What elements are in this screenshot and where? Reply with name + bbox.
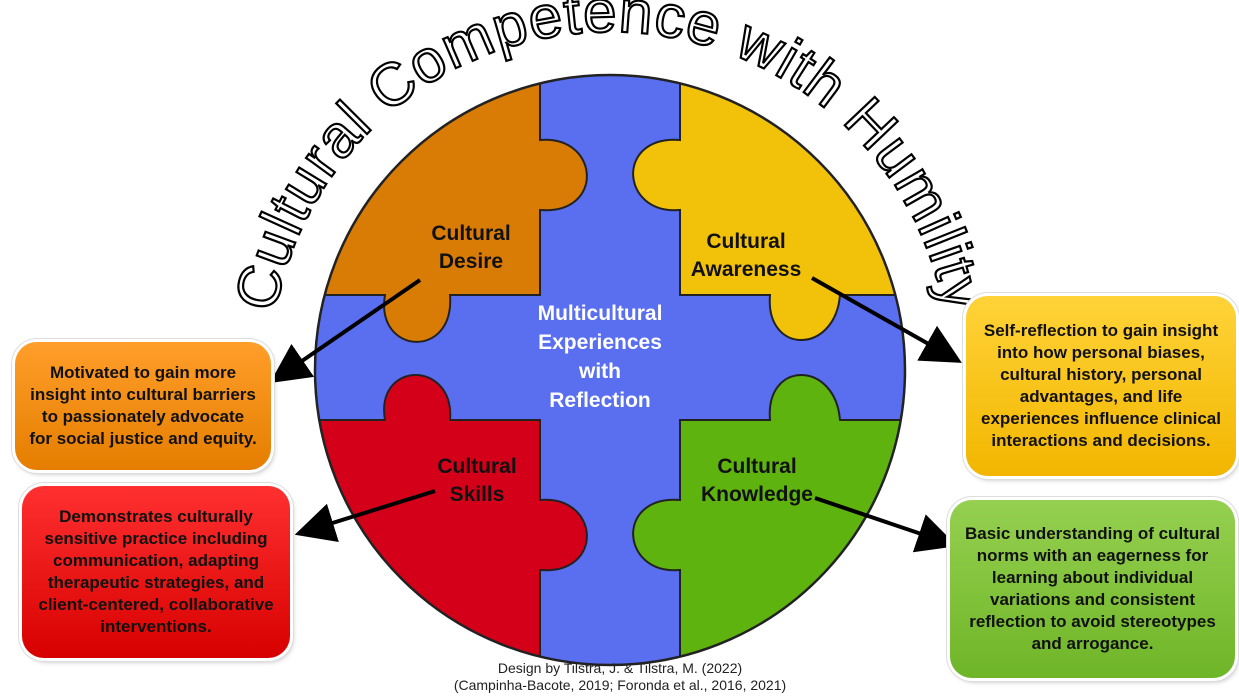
- puzzle-circle-outline: [313, 73, 907, 667]
- label-word: Awareness: [691, 258, 802, 281]
- label-word: Cultural: [431, 222, 510, 245]
- label-word: Cultural: [437, 455, 516, 478]
- label-word: Desire: [439, 250, 503, 273]
- arrow-desire: [269, 278, 422, 384]
- description-box-skills: Demonstrates culturally sensitive practi…: [22, 486, 290, 658]
- label-word: Cultural: [717, 455, 796, 478]
- center-label-line-4: Reflection: [549, 389, 651, 412]
- center-label-line-1: Multicultural: [538, 302, 663, 325]
- description-box-awareness: Self-reflection to gain insight into how…: [966, 296, 1236, 476]
- credit-line-1: Design by Tilstra, J. & Tilstra, M. (202…: [497, 660, 743, 676]
- label-word: Knowledge: [701, 483, 813, 506]
- description-awareness-text: Self-reflection to gain insight into how…: [980, 321, 1221, 450]
- arrow-skills: [294, 489, 436, 542]
- description-desire-text: Motivated to gain more insight into cult…: [29, 363, 257, 448]
- description-box-knowledge: Basic understanding of cultural norms wi…: [950, 500, 1235, 678]
- arrow-knowledge: [814, 496, 958, 553]
- center-label-line-2: Experiences: [538, 331, 662, 354]
- description-knowledge-text: Basic understanding of cultural norms wi…: [964, 524, 1221, 653]
- center-label-line-3: with: [578, 360, 621, 383]
- label-word: Skills: [450, 483, 505, 506]
- label-word: Cultural: [706, 230, 785, 253]
- design-credit: Design by Tilstra, J. & Tilstra, M. (202…: [360, 660, 880, 694]
- description-skills-text: Demonstrates culturally sensitive practi…: [38, 507, 274, 636]
- description-box-desire: Motivated to gain more insight into cult…: [15, 342, 271, 470]
- arrow-awareness: [811, 276, 962, 363]
- credit-line-2: (Campinha-Bacote, 2019; Foronda et al., …: [453, 677, 787, 693]
